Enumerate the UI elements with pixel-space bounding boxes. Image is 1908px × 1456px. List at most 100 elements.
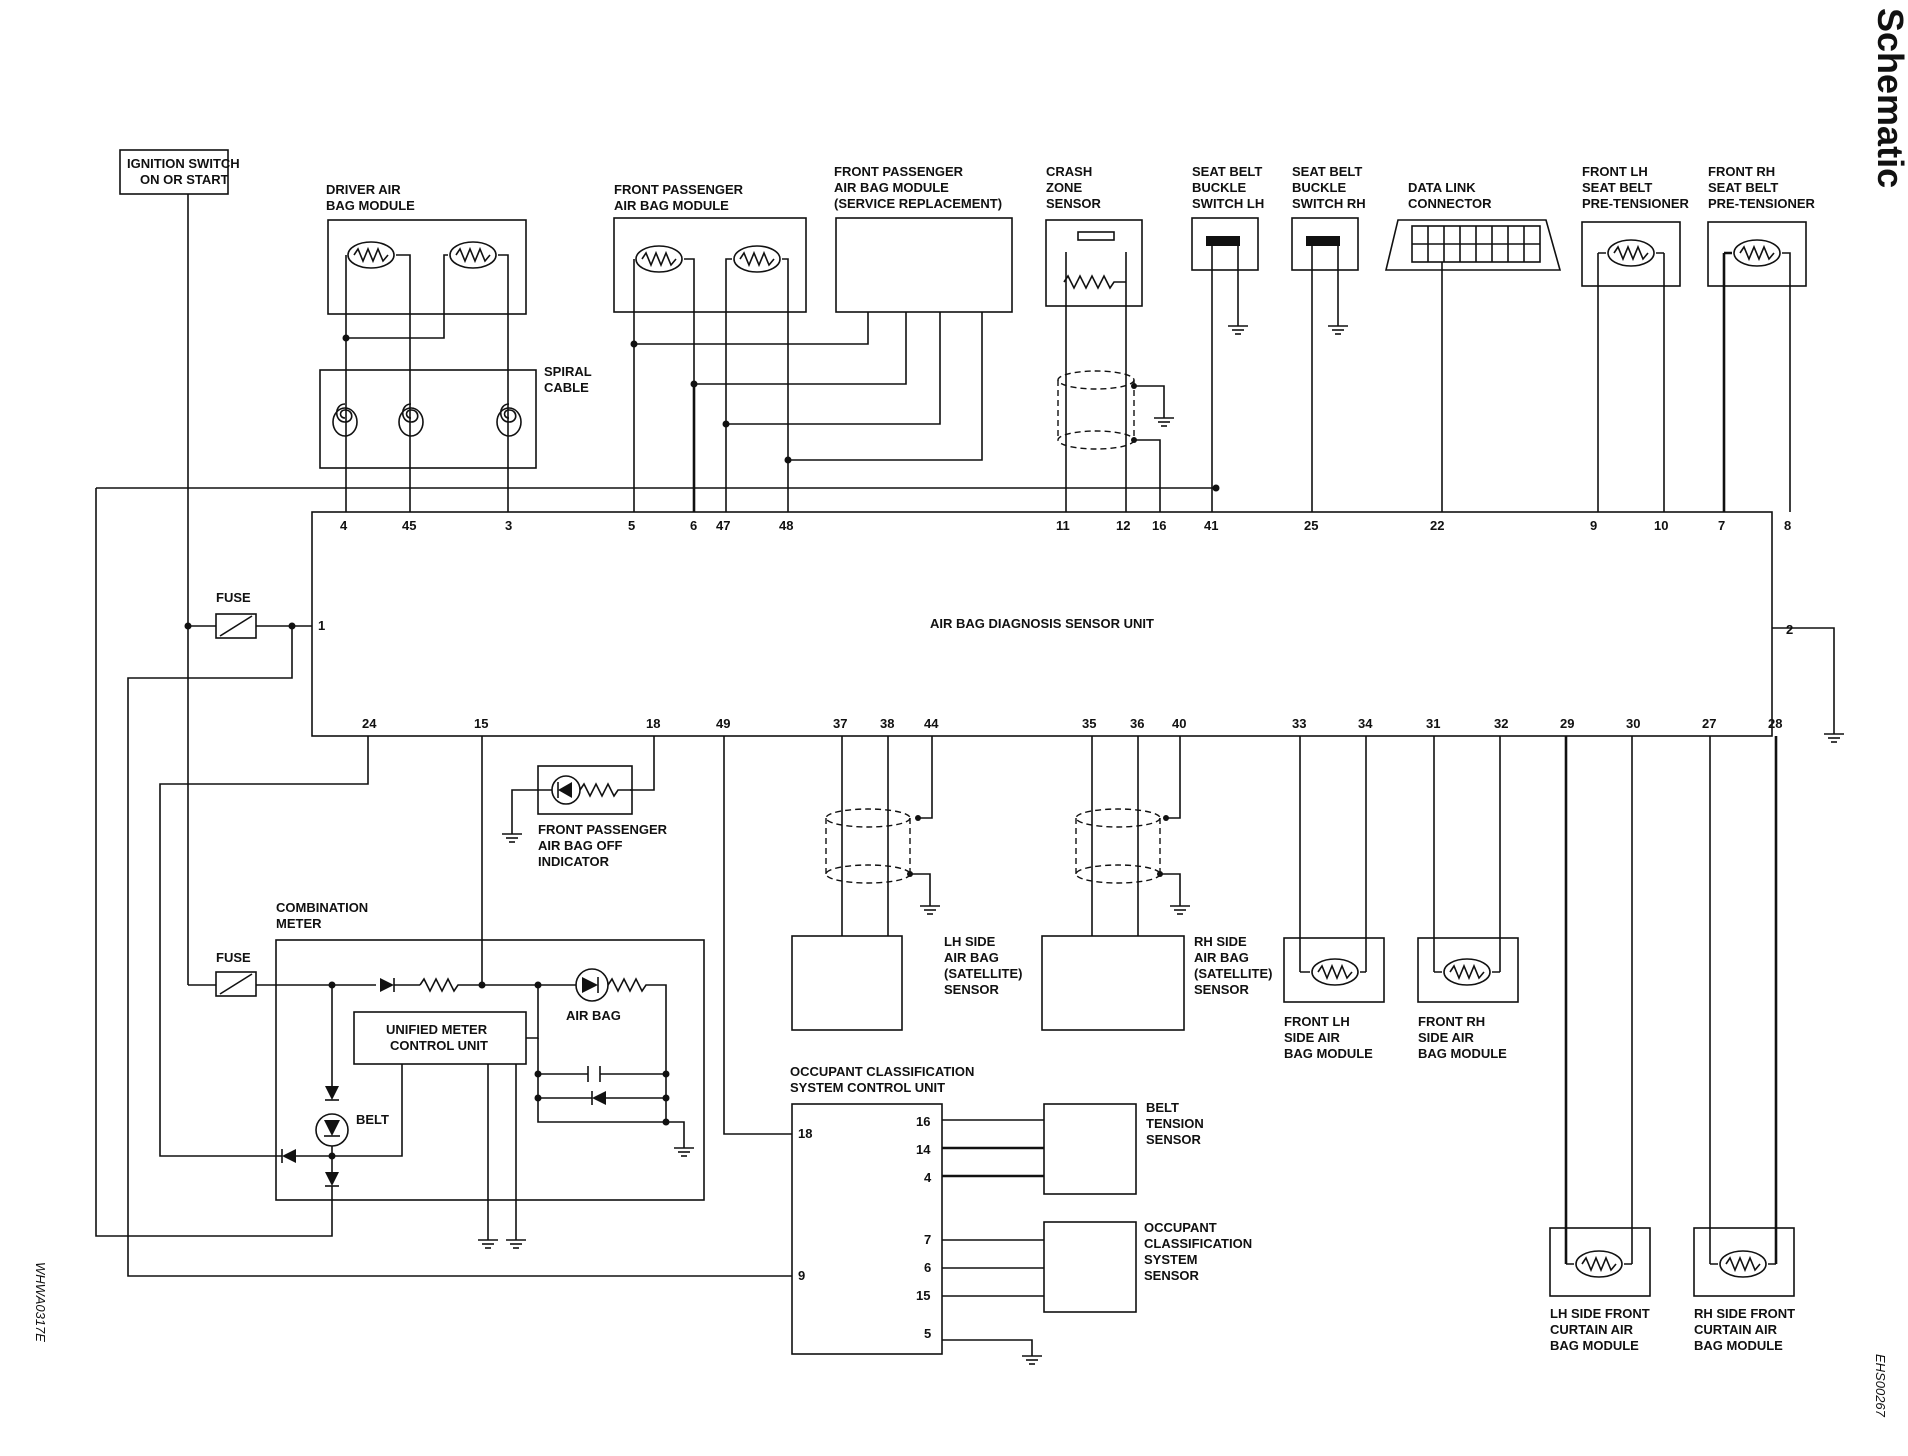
rh-side-satellite-sensor	[1041, 935, 1185, 1031]
pin-label: 5	[628, 518, 635, 533]
ignition-switch-label-2: ON OR START	[140, 172, 229, 187]
pin-label: 29	[1560, 716, 1574, 731]
pin-label: 18	[798, 1126, 812, 1141]
front-lh-side-label-2: SIDE AIR	[1284, 1030, 1340, 1045]
lh-curtain-label-3: BAG MODULE	[1550, 1338, 1639, 1353]
fuse-label-2: FUSE	[216, 950, 251, 965]
crash-zone-label-1: CRASH	[1046, 164, 1092, 179]
combination-meter	[275, 939, 705, 1201]
pin-label: 6	[690, 518, 697, 533]
seat-belt-buckle-rh	[1291, 217, 1359, 271]
lh-curtain-airbag	[1549, 1227, 1651, 1297]
rh-sat-label-1: RH SIDE	[1194, 934, 1247, 949]
driver-airbag-label-1: DRIVER AIR	[326, 182, 401, 197]
pin-label: 11	[1056, 518, 1070, 533]
pin-label: 6	[924, 1260, 931, 1275]
ocs-sensor-label-4: SENSOR	[1144, 1268, 1200, 1283]
pin-label: 14	[916, 1142, 931, 1157]
pin-label: 9	[798, 1268, 805, 1283]
pin-label: 33	[1292, 716, 1306, 731]
dlc-label-2: CONNECTOR	[1408, 196, 1492, 211]
squib-icon	[1311, 958, 1359, 986]
ground-icon	[1227, 318, 1249, 335]
combination-meter-label-1: COMBINATION	[276, 900, 368, 915]
pin-label: 4	[340, 518, 348, 533]
ocs-sensor-label-3: SYSTEM	[1144, 1252, 1197, 1267]
pin-label: 47	[716, 518, 730, 533]
pin-label: 48	[779, 518, 793, 533]
fp-off-label-1: FRONT PASSENGER	[538, 822, 668, 837]
pin-label: 28	[1768, 716, 1782, 731]
pin-label: 10	[1654, 518, 1668, 533]
lh-sat-label-1: LH SIDE	[944, 934, 996, 949]
pin-label: 18	[646, 716, 660, 731]
unified-meter-label-1: UNIFIED METER	[386, 1022, 488, 1037]
pin-label: 9	[1590, 518, 1597, 533]
fp-service-label-3: (SERVICE REPLACEMENT)	[834, 196, 1002, 211]
front-rh-side-airbag	[1417, 937, 1519, 1003]
lh-curtain-label-1: LH SIDE FRONT	[1550, 1306, 1650, 1321]
fuse-2	[215, 971, 257, 997]
pin-label: 15	[916, 1288, 930, 1303]
spiral-cable-label-2: CABLE	[544, 380, 589, 395]
squib-icon	[449, 241, 497, 269]
unified-meter-label-2: CONTROL UNIT	[390, 1038, 488, 1053]
ocs-unit-label-1: OCCUPANT CLASSIFICATION	[790, 1064, 974, 1079]
crash-zone-label-2: ZONE	[1046, 180, 1082, 195]
belt-tension-label-3: SENSOR	[1146, 1132, 1202, 1147]
pin-label: 15	[474, 716, 488, 731]
ocs-unit-label-2: SYSTEM CONTROL UNIT	[790, 1080, 945, 1095]
top-pin-labels: 4 45 3 5 6 47 48 11 12 16 41 25 22 9 10 …	[340, 518, 1791, 533]
pin-label: 44	[924, 716, 939, 731]
buckle-rh-label-3: SWITCH RH	[1292, 196, 1366, 211]
pin-label: 16	[916, 1114, 930, 1129]
spiral-cable	[319, 369, 537, 469]
air-bag-lamp-label: AIR BAG	[566, 1008, 621, 1023]
lh-sat-label-3: (SATELLITE)	[944, 966, 1022, 981]
fp-service-label-1: FRONT PASSENGER	[834, 164, 964, 179]
lh-curtain-label-2: CURTAIN AIR	[1550, 1322, 1634, 1337]
rh-sat-label-2: AIR BAG	[1194, 950, 1249, 965]
lh-sat-label-4: SENSOR	[944, 982, 1000, 997]
fp-off-label-3: INDICATOR	[538, 854, 610, 869]
squib-icon	[1733, 239, 1781, 267]
ground-icon	[1169, 898, 1191, 915]
pin-label: 3	[505, 518, 512, 533]
coil-icon	[496, 403, 522, 437]
pin-label: 2	[1786, 622, 1793, 637]
front-lh-side-airbag	[1283, 937, 1385, 1003]
squib-icon	[1443, 958, 1491, 986]
driver-airbag-module	[327, 219, 527, 315]
pin-label: 16	[1152, 518, 1166, 533]
ignition-switch-label-1: IGNITION SWITCH	[127, 156, 240, 171]
fp-airbag-label-1: FRONT PASSENGER	[614, 182, 744, 197]
lh-side-satellite-sensor	[791, 935, 903, 1031]
rh-sat-label-4: SENSOR	[1194, 982, 1250, 997]
buckle-lh-label-1: SEAT BELT	[1192, 164, 1262, 179]
pin-label: 35	[1082, 716, 1096, 731]
belt-tension-label-1: BELT	[1146, 1100, 1179, 1115]
ocs-control-unit	[791, 1103, 943, 1355]
dlc-label-1: DATA LINK	[1408, 180, 1476, 195]
seat-belt-buckle-lh	[1191, 217, 1259, 271]
rh-pretensioner-label-3: PRE-TENSIONER	[1708, 196, 1816, 211]
squib-icon	[1607, 239, 1655, 267]
squib-icon	[347, 241, 395, 269]
pin-label: 31	[1426, 716, 1440, 731]
ocs-sensor	[1043, 1221, 1137, 1313]
diagnosis-sensor-unit	[311, 511, 1773, 737]
coil-icon	[398, 403, 424, 437]
pin-label: 27	[1702, 716, 1716, 731]
squib-icon	[733, 245, 781, 273]
squib-icon	[1575, 1250, 1623, 1278]
front-rh-side-label-1: FRONT RH	[1418, 1014, 1485, 1029]
lh-pretensioner-label-1: FRONT LH	[1582, 164, 1648, 179]
pin-label: 12	[1116, 518, 1130, 533]
front-lh-pretensioner	[1581, 221, 1681, 287]
figure-code-right: EHS00267	[1873, 1354, 1888, 1418]
ocs-sensor-label-2: CLASSIFICATION	[1144, 1236, 1252, 1251]
belt-tension-label-2: TENSION	[1146, 1116, 1204, 1131]
buckle-lh-label-2: BUCKLE	[1192, 180, 1246, 195]
buckle-lh-label-3: SWITCH LH	[1192, 196, 1264, 211]
pin-label: 36	[1130, 716, 1144, 731]
